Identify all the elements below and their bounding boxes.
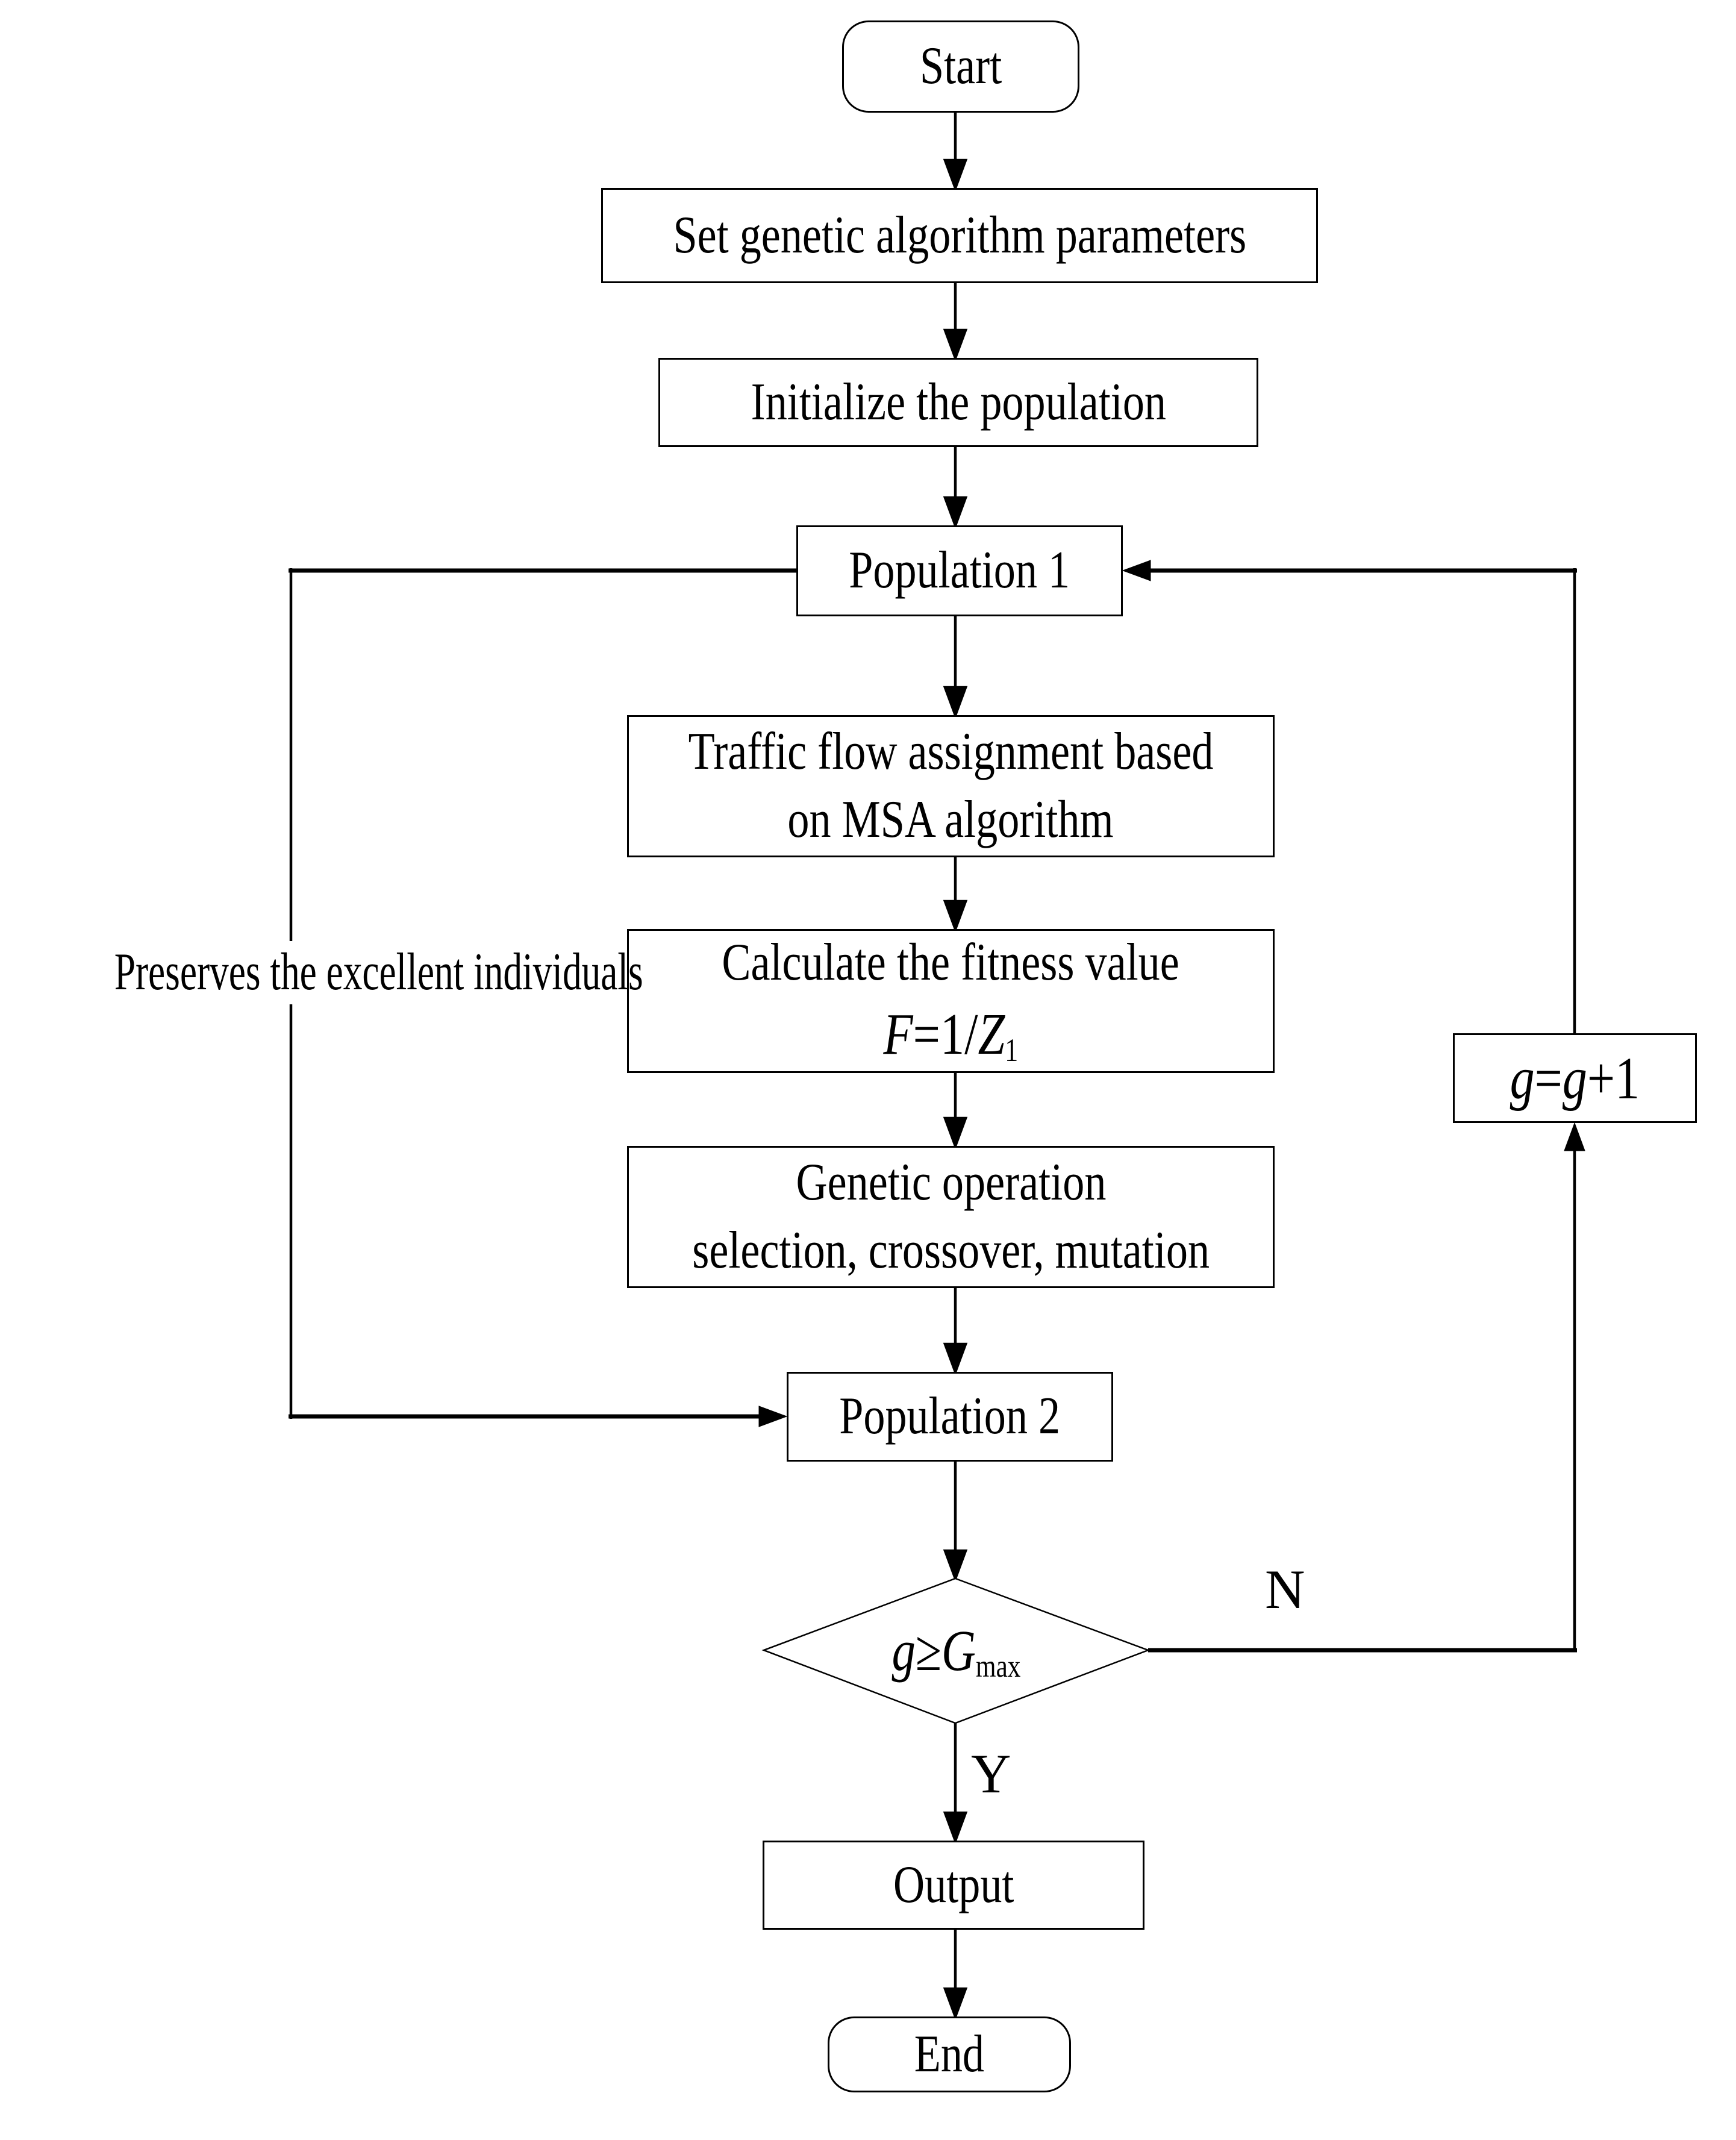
start-node: Start — [842, 20, 1079, 113]
genetic-operation-line2: selection, crossover, mutation — [692, 1221, 1210, 1280]
start-label: Start — [919, 37, 1002, 96]
genetic-operation-node: Genetic operation selection, crossover, … — [627, 1146, 1275, 1288]
arrowhead-genetic-to-pop2 — [943, 1342, 968, 1376]
set-parameters-node: Set genetic algorithm parameters — [601, 188, 1318, 283]
arrowhead-loop-right-into-pop1 — [1122, 560, 1151, 581]
decision-condition: g≥Gmax — [891, 1614, 1020, 1688]
fitness-var-f: F — [883, 1002, 913, 1068]
end-label: End — [914, 2024, 985, 2083]
arrowhead-start-to-set — [943, 158, 968, 192]
fitness-var-z: Z — [978, 1002, 1005, 1068]
arrowhead-pop2-to-decision — [943, 1549, 968, 1583]
fitness-eq: =1/ — [913, 1002, 978, 1068]
arrowhead-loop-left-into-pop2 — [758, 1406, 788, 1427]
arrowhead-output-to-end — [943, 1987, 968, 2021]
end-node: End — [828, 2016, 1071, 2092]
preserves-individuals-text: Preserves the excellent individuals — [114, 943, 643, 1001]
genetic-operation-line1: Genetic operation — [796, 1153, 1106, 1212]
output-label: Output — [893, 1855, 1014, 1914]
arrowhead-into-gincrement — [1564, 1122, 1585, 1151]
preserves-individuals-note: Preserves the excellent individuals — [11, 941, 643, 1004]
population2-node: Population 2 — [787, 1372, 1113, 1462]
population1-node: Population 1 — [796, 525, 1123, 616]
greater-equal-sign: ≥ — [915, 1618, 941, 1683]
initialize-population-label: Initialize the population — [751, 372, 1166, 431]
initialize-population-node: Initialize the population — [658, 358, 1258, 447]
g-increment-node: g=g+1 — [1453, 1033, 1697, 1123]
arrowhead-fitness-to-genetic — [943, 1116, 968, 1150]
set-parameters-label: Set genetic algorithm parameters — [673, 205, 1246, 264]
fitness-z-subscript: 1 — [1005, 1031, 1019, 1068]
fitness-node: Calculate the fitness value F=1/Z1 — [627, 929, 1275, 1073]
g-increment-g2: g — [1563, 1044, 1587, 1112]
fitness-line1: Calculate the fitness value — [722, 933, 1180, 992]
output-node: Output — [763, 1841, 1144, 1930]
population2-label: Population 2 — [839, 1387, 1061, 1446]
decision-var-g: g — [891, 1618, 916, 1683]
g-increment-plus1: +1 — [1587, 1044, 1640, 1112]
g-increment-g1: g — [1510, 1044, 1535, 1112]
traffic-flow-line2: on MSA algorithm — [787, 790, 1114, 849]
branch-label-yes: Y — [971, 1743, 1011, 1804]
decision-G-subscript: max — [975, 1649, 1020, 1685]
fitness-formula: F=1/Z1 — [884, 997, 1019, 1072]
decision-node: g≥Gmax — [764, 1578, 1148, 1723]
traffic-flow-node: Traffic flow assignment based on MSA alg… — [627, 715, 1275, 857]
branch-label-no: N — [1265, 1559, 1305, 1620]
g-increment-formula: g=g+1 — [1510, 1040, 1640, 1117]
arrowhead-decision-to-output-yes — [943, 1811, 968, 1845]
decision-var-G: G — [941, 1618, 976, 1683]
g-increment-eq: = — [1534, 1044, 1563, 1112]
arrowhead-set-to-init — [943, 328, 968, 362]
decision-diamond-shape — [761, 1577, 1151, 1724]
population1-label: Population 1 — [849, 541, 1070, 600]
arrowhead-pop1-to-traffic — [943, 686, 968, 719]
arrowhead-traffic-to-fitness — [943, 899, 968, 933]
traffic-flow-line1: Traffic flow assignment based — [688, 722, 1214, 781]
arrowhead-init-to-pop1 — [943, 496, 968, 530]
